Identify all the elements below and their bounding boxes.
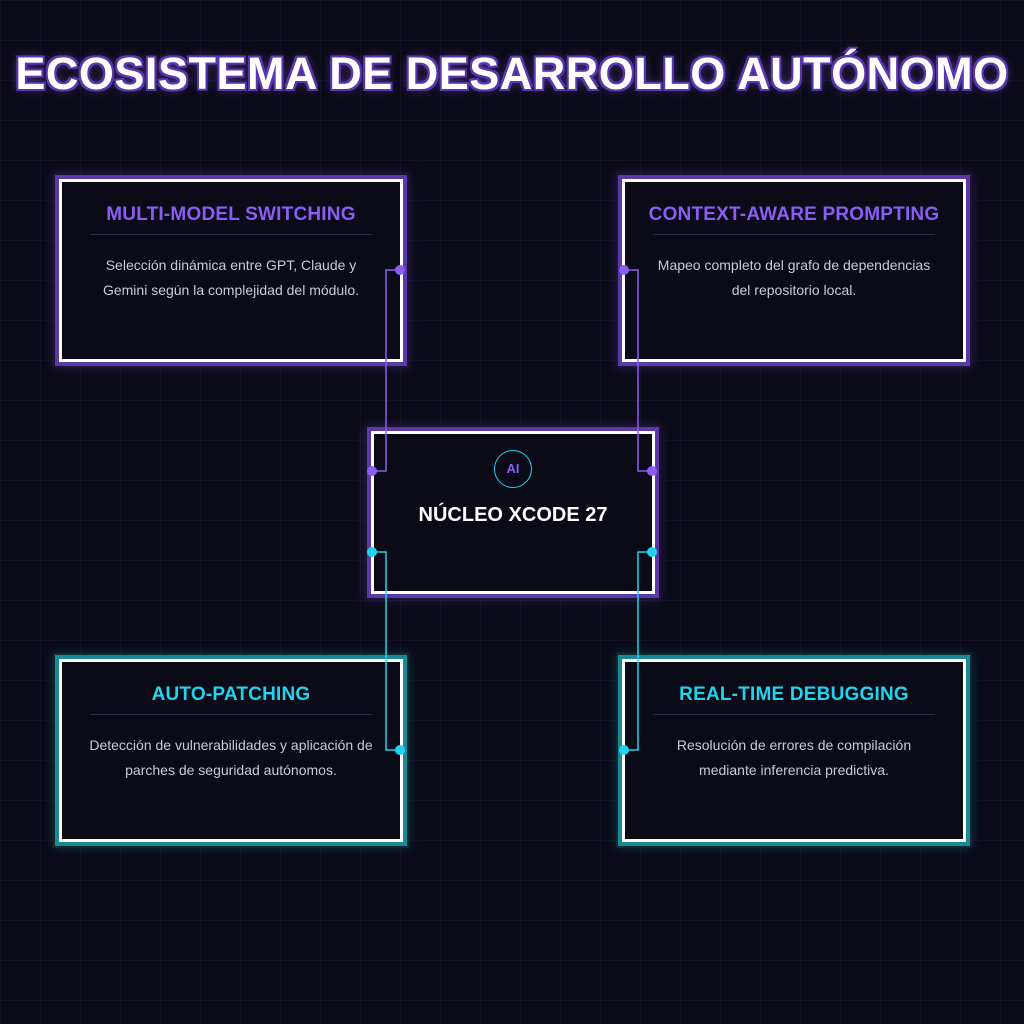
diagram-title: ECOSISTEMA DE DESARROLLO AUTÓNOMO <box>15 48 1009 99</box>
node-title: CONTEXT-AWARE PROMPTING <box>648 204 940 225</box>
node-description: Resolución de errores de compilación med… <box>676 737 912 778</box>
node-title: REAL-TIME DEBUGGING <box>679 684 909 705</box>
core-node: AI NÚCLEO XCODE 27 <box>371 431 655 594</box>
node-multi-model-switching: MULTI-MODEL SWITCHING Selección dinámica… <box>59 179 403 362</box>
node-title: MULTI-MODEL SWITCHING <box>106 204 356 225</box>
node-real-time-debugging: REAL-TIME DEBUGGING Resolución de errore… <box>622 659 966 842</box>
core-title: NÚCLEO XCODE 27 <box>418 504 608 526</box>
node-divider <box>90 714 372 715</box>
node-divider <box>90 234 372 235</box>
node-divider <box>653 234 935 235</box>
node-description: Mapeo completo del grafo de dependencias… <box>657 257 931 298</box>
node-description: Selección dinámica entre GPT, Claude y G… <box>102 257 360 298</box>
ai-badge-icon: AI <box>494 450 532 488</box>
node-divider <box>653 714 935 715</box>
node-auto-patching: AUTO-PATCHING Detección de vulnerabilida… <box>59 659 403 842</box>
node-description: Detección de vulnerabilidades y aplicaci… <box>89 737 373 778</box>
node-title: AUTO-PATCHING <box>151 684 311 705</box>
node-context-aware-prompting: CONTEXT-AWARE PROMPTING Mapeo completo d… <box>622 179 966 362</box>
